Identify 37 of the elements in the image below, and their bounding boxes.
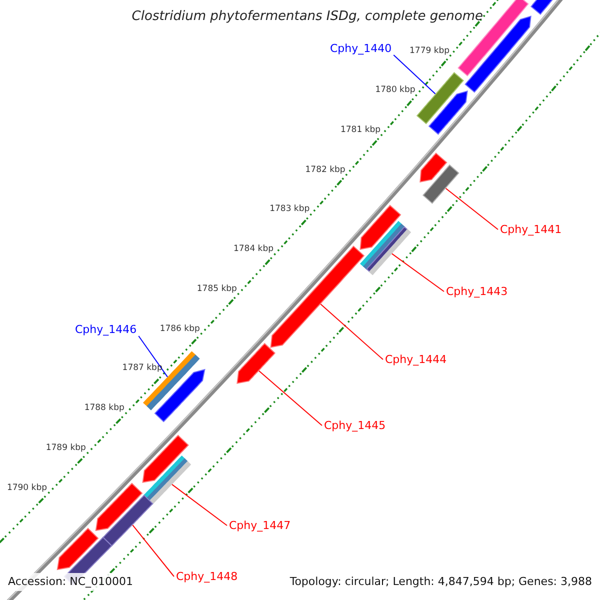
leader-line xyxy=(172,484,228,526)
gene-feature xyxy=(360,204,402,250)
gene-feature xyxy=(236,342,276,384)
gene-label: Cphy_1440 xyxy=(330,42,392,55)
leader-line xyxy=(320,304,384,360)
scale-label: 1785 kbp xyxy=(196,284,237,294)
scale-label: 1784 kbp xyxy=(233,244,274,254)
gene-label: Cphy_1444 xyxy=(385,353,447,366)
scale-label: 1788 kbp xyxy=(84,403,124,414)
scale-label: 1780 kbp xyxy=(375,85,416,96)
leader-line xyxy=(132,524,174,577)
leader-line xyxy=(258,370,322,426)
scale-label: 1786 kbp xyxy=(160,324,200,334)
gene-feature xyxy=(420,152,448,183)
scale-label: 1781 kbp xyxy=(340,125,381,135)
gene-bar xyxy=(102,494,154,546)
map-title: Clostridium phytofermentans ISDg, complete genome xyxy=(132,9,483,24)
gene-label: Cphy_1446 xyxy=(75,323,137,336)
gene-label: Cphy_1448 xyxy=(176,570,238,583)
gene-label: Cphy_1445 xyxy=(324,419,386,432)
gene-feature xyxy=(142,434,189,483)
gene-label: Cphy_1441 xyxy=(500,223,562,236)
scale-label: 1782 kbp xyxy=(305,164,346,175)
gene-label: Cphy_1447 xyxy=(229,519,291,532)
scale-label: 1789 kbp xyxy=(46,442,86,453)
gene-stripes xyxy=(142,351,200,410)
gene-feature xyxy=(95,482,143,531)
scale-label: 1779 kbp xyxy=(410,46,450,56)
leader-line xyxy=(445,188,498,230)
scale-label: 1787 kbp xyxy=(122,363,162,374)
scale-label: 1783 kbp xyxy=(270,204,310,214)
gene-bar xyxy=(416,72,464,124)
gene-bar xyxy=(422,164,460,204)
scale-label: 1790 kbp xyxy=(6,482,48,493)
gene-feature xyxy=(428,90,468,135)
gene-label: Cphy_1443 xyxy=(446,285,508,298)
gene-feature xyxy=(56,528,99,570)
